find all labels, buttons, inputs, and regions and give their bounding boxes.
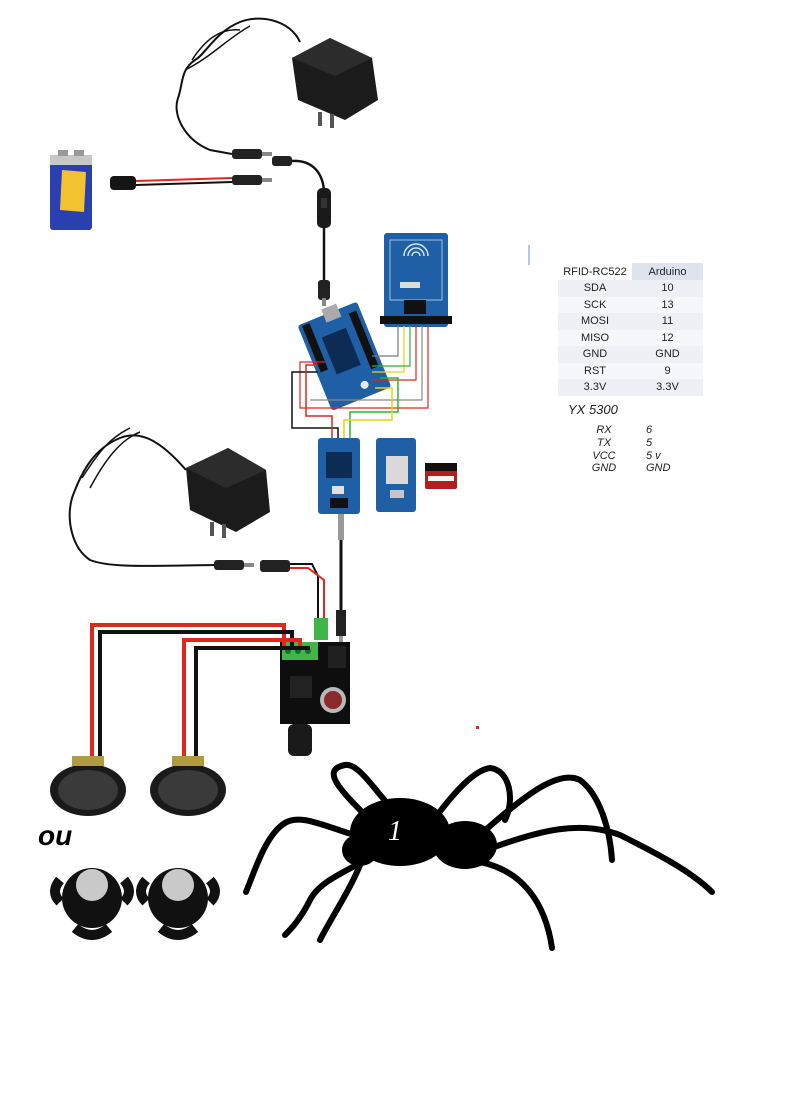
audio-jack-cable	[336, 514, 346, 648]
rfid-pin-cell: SDA	[583, 282, 607, 295]
rfid-pin-table: RFID-RC522 Arduino SDA 10 SCK 13 MOSI 11…	[558, 263, 703, 396]
power-adapter-icon	[68, 427, 328, 640]
arduino-pin-cell: 10	[661, 282, 674, 295]
table-row: VCC 5 v	[562, 450, 686, 463]
rfid-pin-cell: GND	[582, 348, 608, 361]
power-adapter-icon	[175, 17, 378, 159]
exciter-speaker-icon	[136, 868, 220, 940]
spider-silhouette-icon	[243, 762, 715, 951]
table-row: RST 9	[558, 362, 703, 379]
arduino-pin-cell: 5 v	[646, 449, 661, 462]
yx5300-pin-cell: GND	[591, 462, 617, 475]
speaker-wires	[90, 623, 310, 760]
yx5300-pin-cell: TX	[596, 436, 612, 449]
arduino-uno-icon	[298, 302, 391, 411]
column-header-rfid: RFID-RC522	[558, 263, 632, 280]
yx5300-pin-cell: RX	[596, 424, 612, 436]
table-row: GND GND	[562, 462, 686, 475]
rocker-switch-icon	[272, 156, 331, 306]
rfid-pin-cell: 3.3V	[583, 381, 607, 394]
table-row: 3.3V 3.3V	[558, 379, 703, 396]
yx5300-pin-table: RX 6 TX 5 VCC 5 v GND GND	[562, 424, 686, 475]
rfid-wires	[299, 326, 429, 409]
table-row: MISO 12	[558, 329, 703, 346]
arduino-pin-cell: 6	[646, 424, 653, 436]
speaker-icon	[150, 756, 226, 816]
yx5300-pin-cell: VCC	[592, 449, 616, 462]
table-row: GND GND	[558, 346, 703, 363]
battery-9v-icon	[50, 150, 272, 230]
arduino-pin-cell: GND	[655, 348, 680, 361]
micro-sd-card-icon	[425, 463, 457, 489]
rfid-rc522-icon	[380, 233, 530, 327]
arduino-pin-cell: 9	[632, 362, 703, 379]
table-row: SCK 13	[558, 296, 703, 313]
column-header-arduino: Arduino	[632, 263, 703, 280]
yx5300-mp3-module-icon	[318, 438, 360, 514]
table-row: SDA 10	[558, 280, 703, 297]
table-row: TX 5	[562, 437, 686, 450]
yx5300-title: YX 5300	[568, 402, 618, 417]
arduino-pin-cell: 5	[646, 436, 653, 449]
red-dot-marker	[476, 726, 479, 729]
table-row: RX 6	[562, 424, 686, 437]
sd-card-module-icon	[376, 438, 416, 512]
speaker-icon	[50, 756, 126, 816]
audio-amplifier-icon	[280, 642, 350, 756]
arduino-pin-cell: 11	[661, 315, 674, 328]
rfid-pin-cell: RST	[558, 362, 632, 379]
spider-number-label: 1	[388, 816, 402, 847]
rfid-pin-cell: SCK	[558, 296, 632, 313]
arduino-pin-cell: GND	[646, 462, 671, 475]
speaker-alternative-label: ou	[38, 820, 73, 851]
yx5300-wires	[291, 364, 399, 438]
table-header-row: RFID-RC522 Arduino	[558, 263, 703, 280]
table-row: MOSI 11	[558, 313, 703, 330]
exciter-speaker-icon	[50, 868, 134, 940]
arduino-pin-cell: 13	[632, 296, 703, 313]
arduino-pin-cell: 12	[632, 329, 703, 346]
rfid-pin-cell: MISO	[558, 329, 632, 346]
rfid-pin-cell: MOSI	[580, 315, 610, 328]
arduino-pin-cell: 3.3V	[656, 381, 679, 394]
